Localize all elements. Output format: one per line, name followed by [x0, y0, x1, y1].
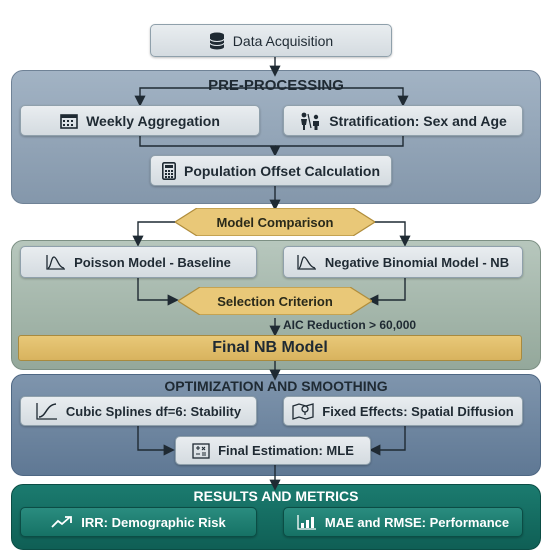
fixed-effects-box: Fixed Effects: Spatial Diffusion	[283, 396, 523, 426]
population-offset-box: Population Offset Calculation	[150, 155, 392, 186]
model-comparison-label: Model Comparison	[216, 214, 334, 230]
final-estimation-label: Final Estimation: MLE	[218, 443, 354, 458]
results-title: RESULTS AND METRICS	[193, 488, 359, 504]
weekly-aggregation-label: Weekly Aggregation	[86, 112, 220, 129]
data-acquisition-box: Data Acquisition	[150, 24, 392, 57]
preprocessing-title: PRE-PROCESSING	[208, 77, 344, 94]
curve-icon	[46, 254, 66, 270]
mae-rmse-box: MAE and RMSE: Performance	[283, 507, 523, 537]
cubic-splines-label: Cubic Splines df=6: Stability	[65, 403, 242, 419]
bar-chart-icon	[297, 514, 317, 530]
calendar-icon	[60, 113, 78, 129]
final-nb-model-bar: Final NB Model	[18, 335, 522, 361]
negative-binomial-label: Negative Binomial Model - NB	[324, 254, 510, 270]
model-comparison-diamond	[175, 208, 375, 236]
negative-binomial-box: Negative Binomial Model - NB	[283, 246, 523, 278]
optimization-title: OPTIMIZATION AND SMOOTHING	[164, 378, 388, 394]
database-icon	[209, 32, 225, 50]
formula-icon	[192, 442, 210, 459]
aic-reduction-label: AIC Reduction > 60,000	[283, 318, 417, 332]
selection-criterion-label: Selection Criterion	[217, 293, 333, 309]
poisson-model-label: Poisson Model - Baseline	[74, 254, 231, 270]
fixed-effects-label: Fixed Effects: Spatial Diffusion	[322, 403, 514, 419]
weekly-aggregation-box: Weekly Aggregation	[20, 105, 260, 136]
data-acquisition-label: Data Acquisition	[232, 32, 334, 49]
people-icon	[299, 112, 321, 130]
final-estimation-box: Final Estimation: MLE	[175, 436, 371, 465]
selection-criterion-diamond	[178, 287, 372, 315]
irr-box: IRR: Demographic Risk	[20, 507, 257, 537]
irr-label: IRR: Demographic Risk	[81, 514, 226, 530]
population-offset-label: Population Offset Calculation	[183, 162, 380, 179]
map-icon	[292, 402, 314, 420]
mae-rmse-label: MAE and RMSE: Performance	[324, 514, 510, 530]
curve-icon	[297, 254, 317, 270]
trend-up-icon	[51, 515, 73, 529]
cubic-splines-box: Cubic Splines df=6: Stability	[20, 396, 257, 426]
calculator-icon	[161, 161, 176, 180]
spline-icon	[36, 402, 58, 420]
poisson-model-box: Poisson Model - Baseline	[20, 246, 257, 278]
final-nb-model-label: Final NB Model	[212, 339, 328, 356]
stratification-label: Stratification: Sex and Age	[329, 112, 507, 129]
stratification-box: Stratification: Sex and Age	[283, 105, 523, 136]
